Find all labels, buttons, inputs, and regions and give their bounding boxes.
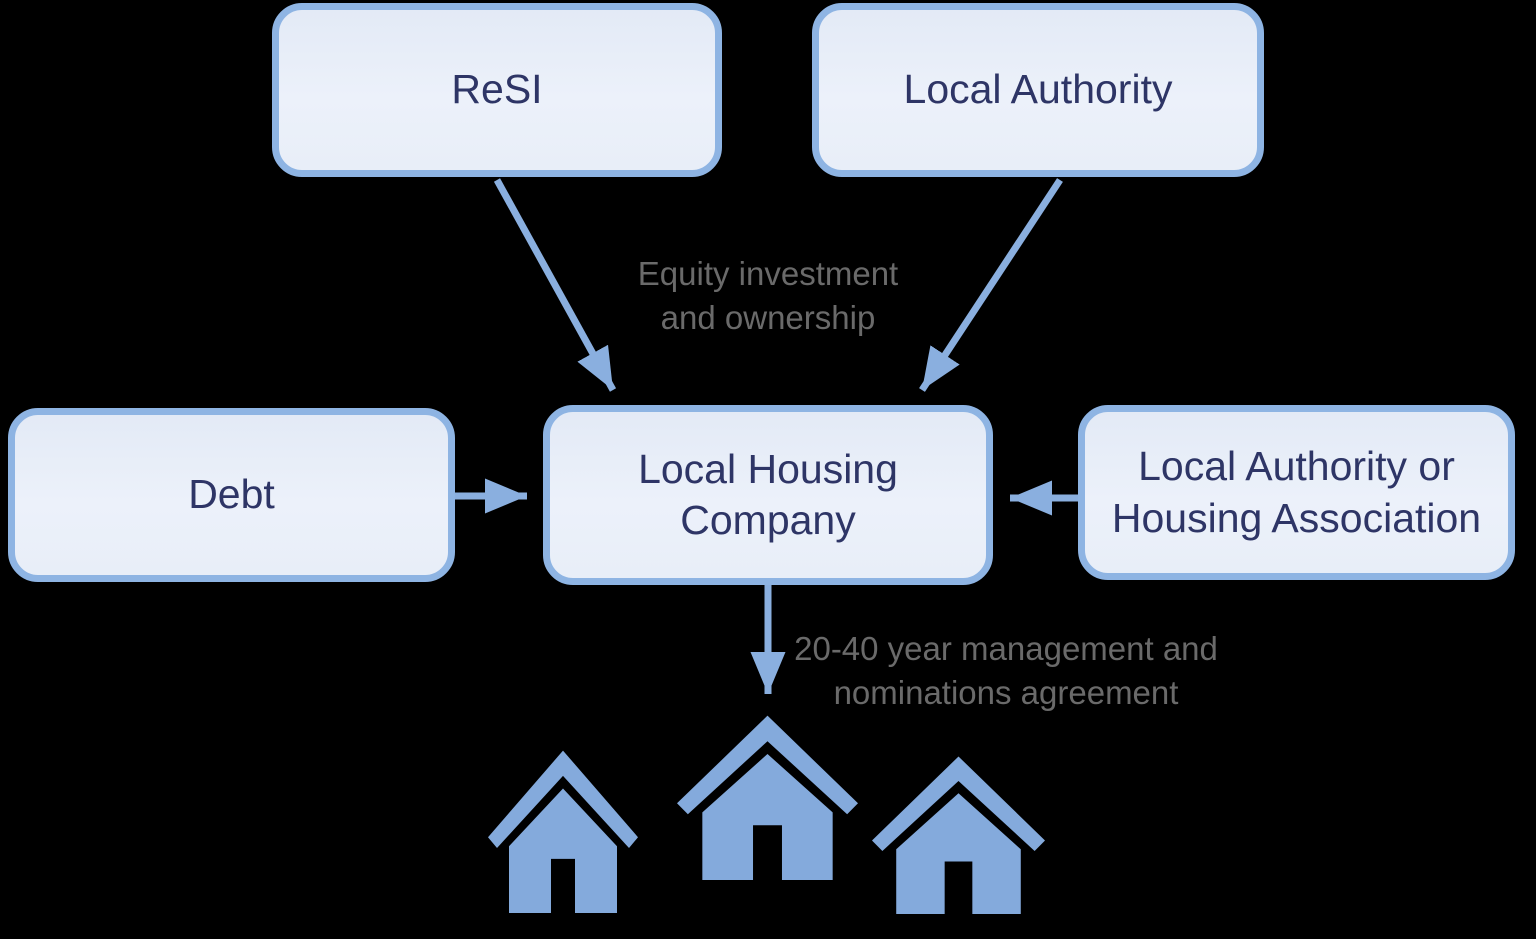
house-icon-right (872, 756, 1045, 914)
house-icon-left (488, 750, 638, 913)
node-resi-label: ReSI (451, 66, 543, 113)
node-debt-label: Debt (188, 471, 275, 518)
house-icon-middle (677, 715, 858, 880)
node-resi: ReSI (272, 3, 722, 177)
node-la-or-housing-association-label: Local Authority or Housing Association (1111, 443, 1482, 541)
arrow-resi-to-lhc-icon (493, 178, 617, 392)
node-la-or-housing-association: Local Authority or Housing Association (1078, 405, 1515, 580)
node-local-housing-company-label: Local Housing Company (638, 445, 898, 543)
node-local-housing-company: Local Housing Company (543, 405, 993, 585)
node-local-authority-label: Local Authority (903, 66, 1173, 113)
node-debt: Debt (8, 408, 455, 582)
arrow-local-authority-to-lhc-icon (919, 178, 1063, 392)
node-local-authority: Local Authority (812, 3, 1264, 177)
equity-investment-label: Equity investment and ownership (637, 255, 899, 336)
management-agreement-label: 20-40 year management and nominations ag… (794, 630, 1218, 711)
